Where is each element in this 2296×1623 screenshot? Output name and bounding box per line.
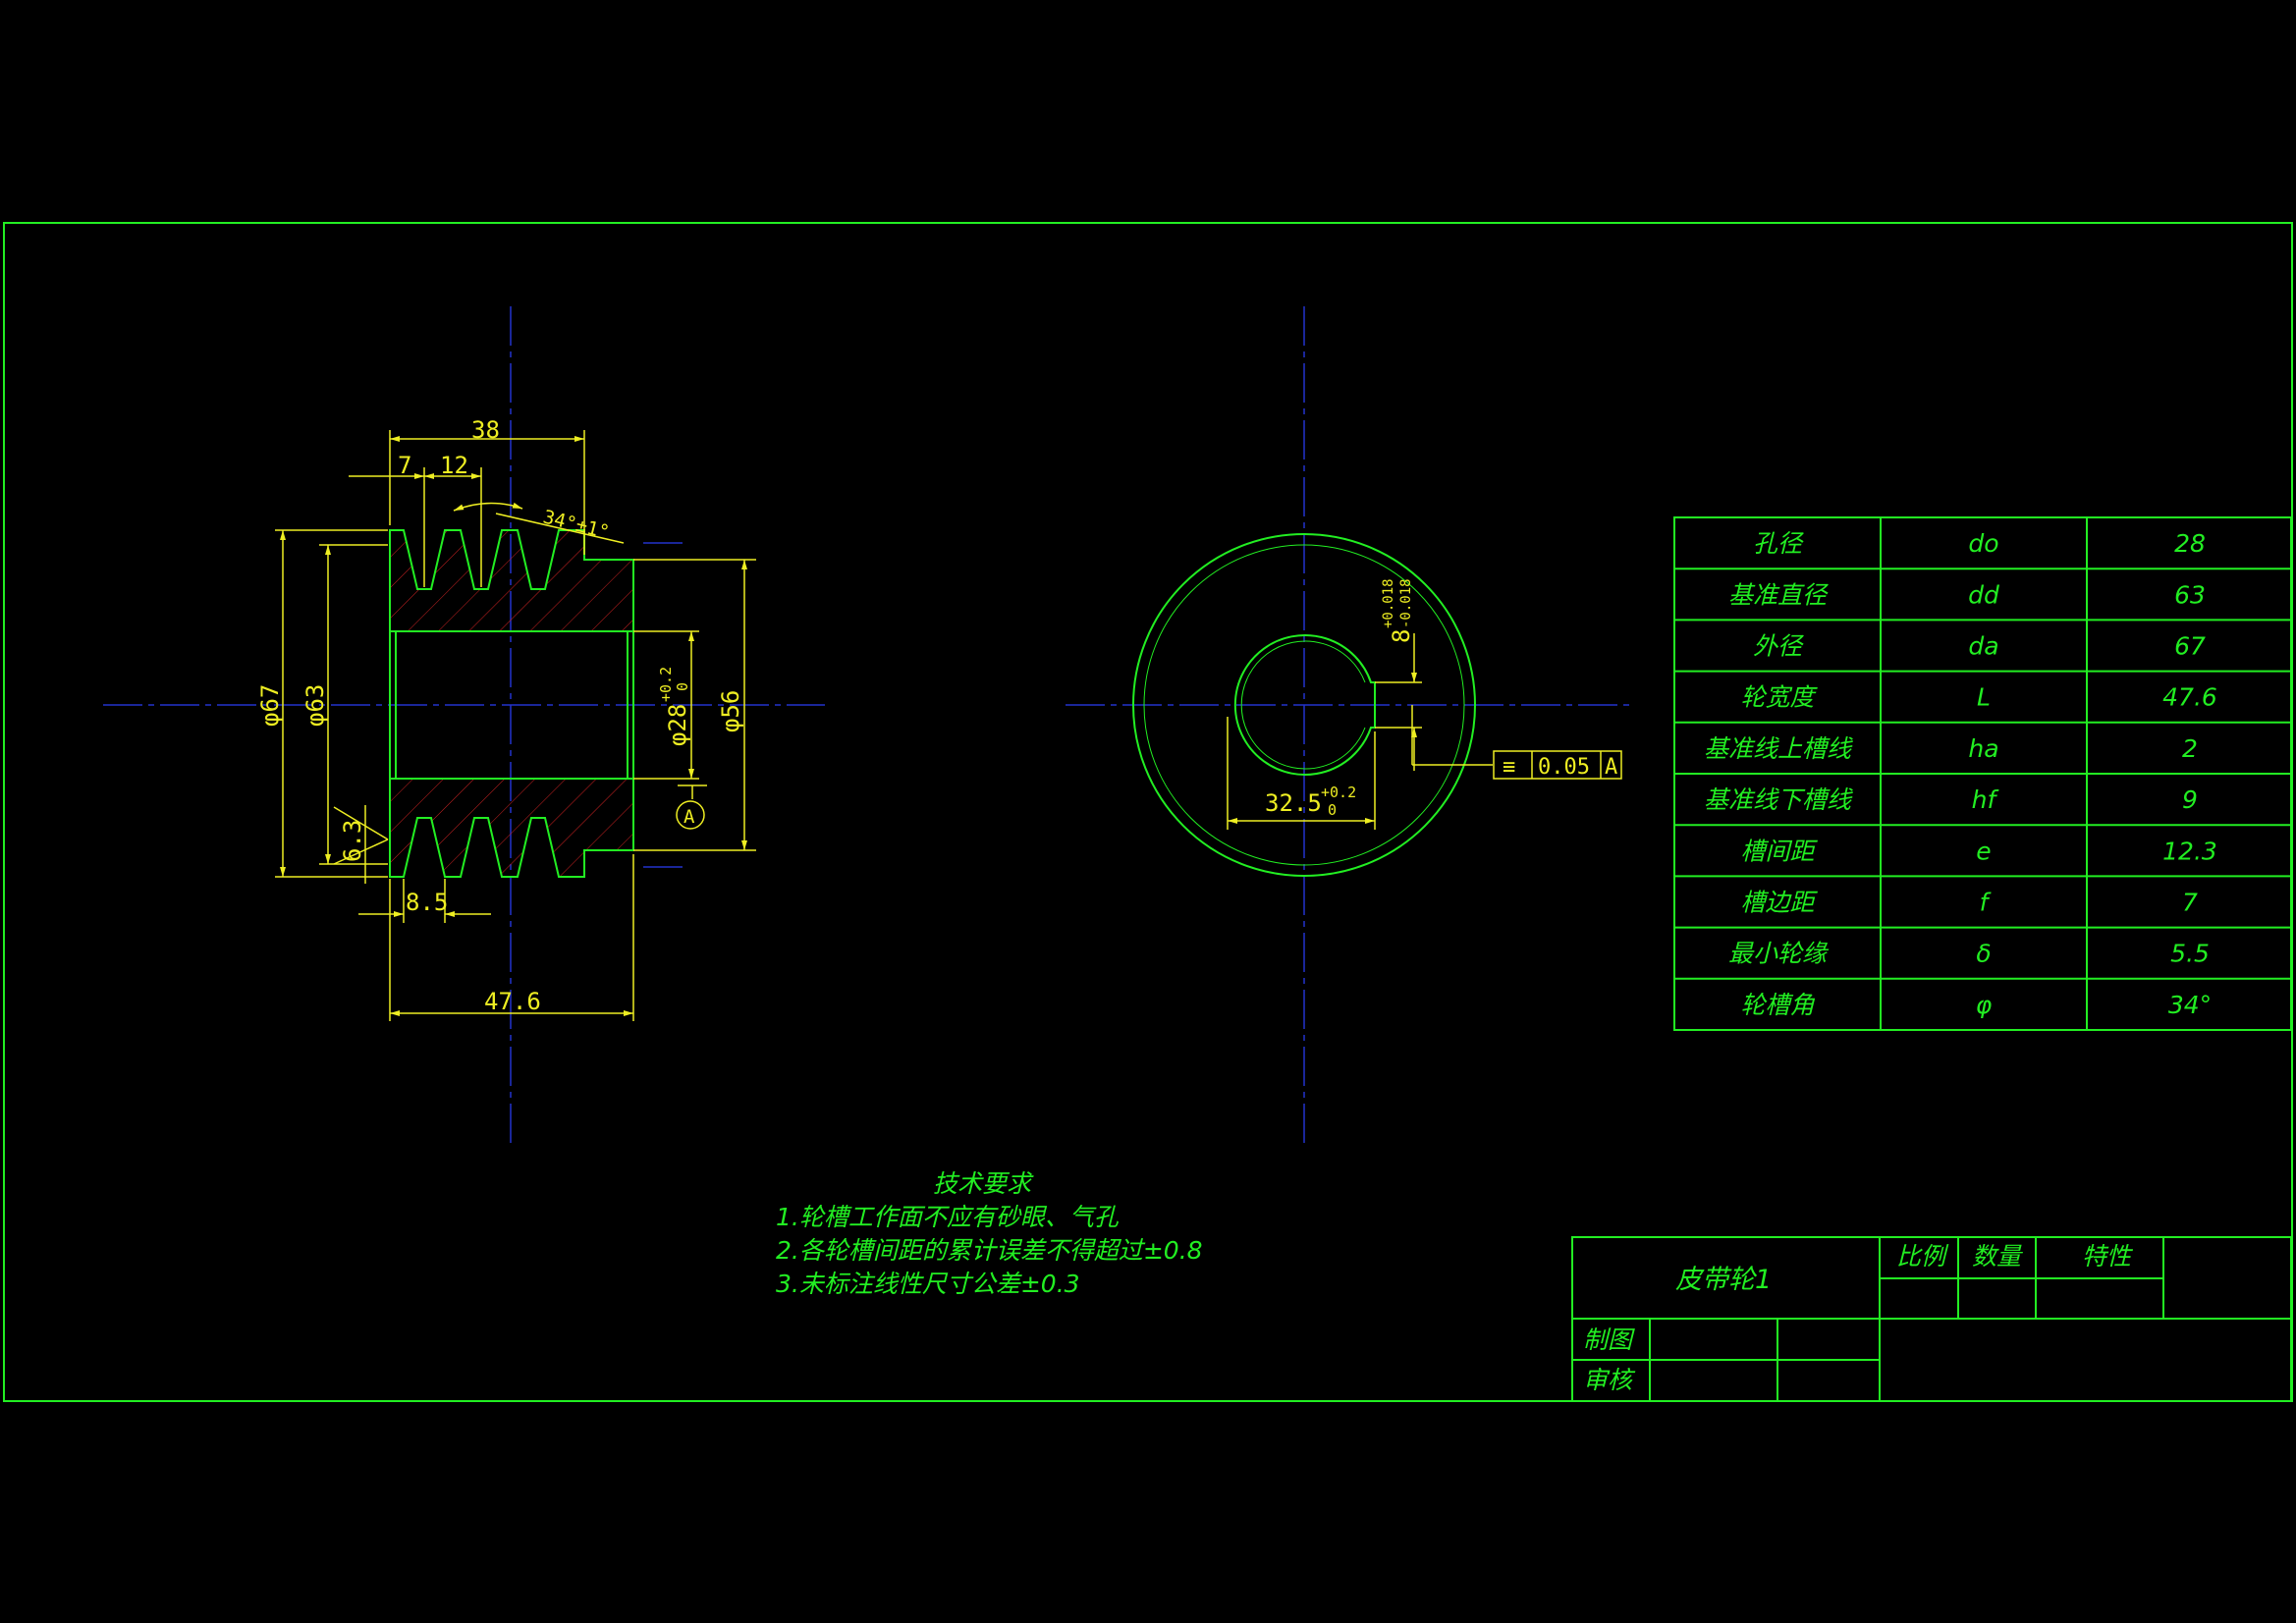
dim-key-8-tol-up: +0.018 [1381, 578, 1396, 628]
section-top-half [389, 529, 634, 632]
keyed-bore [1233, 634, 1376, 776]
section-bottom-half [389, 778, 634, 878]
param-name-2: 基准直径 [1728, 580, 1829, 609]
drawn-label: 制图 [1583, 1325, 1635, 1354]
part-name: 皮带轮1 [1675, 1265, 1772, 1295]
param-name-9: 最小轮缘 [1728, 940, 1830, 968]
param-symbol-8: f [1980, 889, 1992, 917]
datum-a-label: A [683, 806, 695, 828]
bore-outline [389, 630, 634, 780]
prop-label: 特性 [2082, 1242, 2134, 1271]
param-value-10: 34° [2168, 991, 2212, 1019]
param-symbol-2: dd [1968, 580, 1999, 609]
tolerance-frame [1493, 750, 1622, 780]
param-value-7: 12.3 [2162, 837, 2217, 865]
tolerance-datum: A [1605, 755, 1617, 780]
param-name-3: 外径 [1753, 632, 1804, 661]
section-view: 38 7 12 34°±1° φ67 φ63 6.3 φ28 +0.2 0 [103, 306, 825, 1144]
param-symbol-6: hf [1972, 785, 1999, 814]
sheet-border [3, 222, 2293, 1402]
param-name-4: 轮宽度 [1740, 683, 1818, 712]
tolerance-symbol: ≡ [1503, 755, 1515, 780]
param-name-8: 槽边距 [1740, 889, 1818, 917]
param-value-9: 5.5 [2170, 940, 2210, 968]
tech-req-title: 技术要求 [933, 1169, 1034, 1198]
param-symbol-9: δ [1976, 940, 1991, 968]
title-block: 皮带轮1 比例 数量 特性 制图 审核 [1571, 1236, 2292, 1402]
dim-phi67: φ67 [256, 684, 284, 727]
param-value-8: 7 [2182, 889, 2198, 917]
param-name-6: 基准线下槽线 [1704, 785, 1853, 814]
dim-key-8: 8 [1388, 629, 1415, 643]
check-label: 审核 [1583, 1366, 1636, 1394]
param-value-4: 47.6 [2162, 683, 2217, 712]
param-value-6: 9 [2182, 785, 2198, 814]
qty-label: 数量 [1972, 1242, 2023, 1271]
param-symbol-4: L [1977, 683, 1991, 712]
dim-47-6: 47.6 [484, 988, 541, 1015]
dim-32-5-tol-lo: 0 [1328, 801, 1337, 819]
dim-phi56: φ56 [717, 690, 744, 732]
tech-req-item-3: 3.未标注线性尺寸公差±0.3 [776, 1270, 1080, 1298]
param-name-7: 槽间距 [1740, 837, 1818, 865]
param-symbol-10: φ [1976, 991, 1993, 1019]
dim-38: 38 [471, 416, 500, 444]
param-name-5: 基准线上槽线 [1704, 734, 1853, 763]
param-value-3: 67 [2174, 632, 2206, 661]
dim-6-3: 6.3 [339, 820, 366, 862]
inner-thin-circle [1143, 544, 1465, 866]
param-value-1: 28 [2174, 529, 2206, 558]
dim-32-5: 32.5 [1265, 789, 1322, 817]
scale-label: 比例 [1896, 1242, 1949, 1271]
param-name-10: 轮槽角 [1740, 991, 1815, 1019]
param-name-1: 孔径 [1753, 529, 1804, 558]
param-symbol-7: e [1976, 837, 1991, 865]
tech-req-item-1: 1.轮槽工作面不应有砂眼、气孔 [776, 1203, 1120, 1231]
dim-phi63: φ63 [301, 684, 329, 727]
param-value-2: 63 [2174, 580, 2206, 609]
dim-7: 7 [398, 452, 411, 479]
dim-phi28: φ28 [664, 704, 691, 746]
param-symbol-5: ha [1968, 734, 1998, 763]
dim-32-5-tol-up: +0.2 [1321, 784, 1356, 801]
dim-8-5: 8.5 [406, 889, 448, 916]
dim-phi28-tol-up: +0.2 [657, 667, 675, 702]
outer-circle [1132, 533, 1476, 877]
dim-12: 12 [440, 452, 468, 479]
tolerance-value: 0.05 [1538, 755, 1590, 780]
parameter-table: 孔径 do 28 基准直径 dd 63 外径 da 67 轮宽度 L 47.6 基准线上槽线 ha 2 基准线… [1673, 516, 2292, 1031]
param-value-5: 2 [2182, 734, 2198, 763]
technical-requirements: 技术要求 1.轮槽工作面不应有砂眼、气孔 2.各轮槽间距的累计误差不得超过±0.… [776, 1169, 1203, 1298]
tech-req-item-2: 2.各轮槽间距的累计误差不得超过±0.8 [776, 1236, 1203, 1265]
param-symbol-3: da [1968, 632, 1998, 661]
param-symbol-1: do [1968, 529, 1998, 558]
dim-key-8-tol-lo: -0.018 [1398, 578, 1414, 628]
datum-a-circle [676, 800, 705, 830]
end-view: 8 +0.018 -0.018 32.5 +0.2 0 ≡ 0.05 A [1066, 306, 1630, 1144]
dim-phi28-tol-lo: 0 [674, 682, 691, 691]
